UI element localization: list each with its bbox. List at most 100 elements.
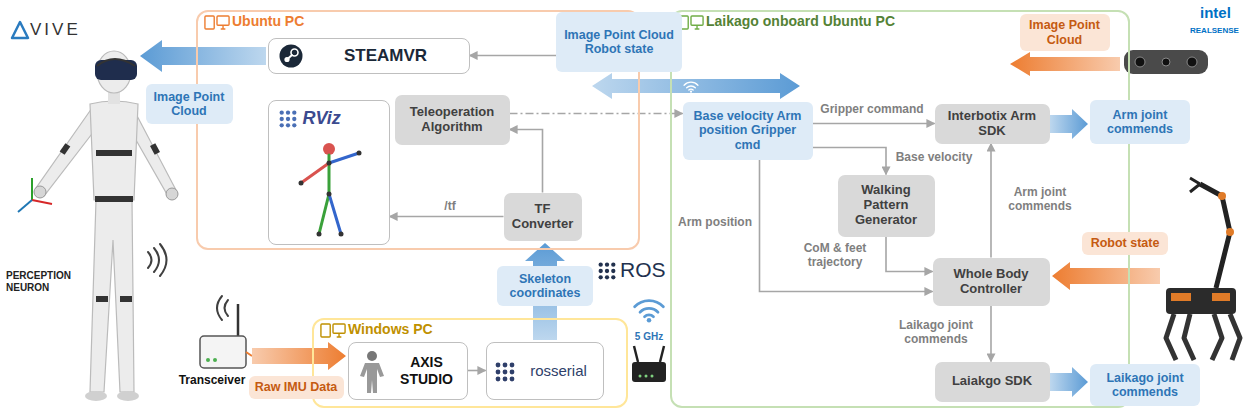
connector-arrow xyxy=(470,55,557,57)
process-box: Whole Body Controller xyxy=(933,258,1050,306)
connector-arrow xyxy=(990,306,992,362)
node-text: RViz xyxy=(303,108,341,129)
robot xyxy=(1171,293,1191,301)
connector-arrow xyxy=(990,144,992,258)
edge-label: Arm position xyxy=(676,216,754,230)
person-figure xyxy=(60,143,71,155)
edge-label: Gripper command xyxy=(818,103,925,117)
node-text: Arm joint commends xyxy=(1096,108,1184,137)
person-figure xyxy=(96,296,108,302)
dash-dot-connector xyxy=(510,113,683,115)
router xyxy=(645,375,648,378)
data-label-box: Skeleton coordinates xyxy=(497,266,593,306)
realsense-camera xyxy=(1135,57,1145,67)
connector-arrow xyxy=(468,370,486,372)
process-box: Interbotix Arm SDK xyxy=(935,104,1050,144)
device-label: Transceiver xyxy=(179,374,246,388)
data-label-box: Image Point Cloud xyxy=(146,84,233,124)
fat-arrow xyxy=(592,73,800,99)
fat-arrow xyxy=(1050,109,1088,139)
transceiver-device xyxy=(213,358,217,362)
person-figure xyxy=(97,59,135,66)
node-text: Walking Pattern Generator xyxy=(844,183,929,228)
hand-axes xyxy=(18,200,32,212)
person-figure xyxy=(34,186,46,198)
robot xyxy=(1166,314,1240,360)
data-label-box: Robot state xyxy=(1082,232,1168,255)
router xyxy=(660,346,664,362)
transceiver-device xyxy=(200,336,246,368)
data-label-box: Arm joint commends xyxy=(1090,100,1190,144)
fat-arrow xyxy=(252,342,346,370)
node-text: Interbotix Arm SDK xyxy=(941,109,1044,139)
robot xyxy=(1166,178,1240,360)
node-text: Laiakgo SDK xyxy=(952,374,1032,389)
person-figure xyxy=(95,60,137,80)
node-text: Image Point Cloud Robot state xyxy=(562,28,676,57)
realsense-camera xyxy=(1124,50,1208,74)
brand-logo: intel xyxy=(1200,4,1231,21)
robot xyxy=(1212,314,1222,360)
person-figure xyxy=(90,200,134,392)
person-figure xyxy=(85,391,107,401)
edge-label: CoM & feet trajectory xyxy=(788,242,882,270)
robot xyxy=(1230,314,1240,360)
robot xyxy=(1190,178,1200,192)
transceiver-device xyxy=(200,304,252,368)
data-label-box: Raw IMU Data xyxy=(249,376,344,399)
person-figure xyxy=(150,143,160,155)
person-figure xyxy=(95,196,133,202)
steam-logo xyxy=(279,44,303,68)
pc-icon xyxy=(205,16,229,29)
signal-waves xyxy=(217,296,222,320)
connector-arrow xyxy=(510,130,543,193)
process-box: Laiakgo SDK xyxy=(935,362,1050,402)
signal-waves xyxy=(148,244,228,320)
vive-logo xyxy=(12,22,28,38)
rviz-box: RViz xyxy=(268,100,390,245)
steam-logo xyxy=(279,44,302,67)
data-label-box: Image Point Cloud xyxy=(1020,14,1110,51)
router xyxy=(632,362,666,382)
ros-logo-text: ROS xyxy=(620,258,666,282)
wifi-icon xyxy=(635,301,664,323)
node-text: Skeleton coordinates xyxy=(503,272,587,301)
node-text: AXIS STUDIO xyxy=(393,354,461,386)
process-box: Walking Pattern Generator xyxy=(838,175,935,237)
node-text: Image Point Cloud xyxy=(152,90,227,119)
robot xyxy=(1212,293,1230,301)
realsense-camera xyxy=(1187,57,1197,67)
edge-label: /tf xyxy=(442,200,457,214)
fat-arrow xyxy=(684,82,698,93)
frequency-label: 5 GHz xyxy=(635,331,663,343)
robot xyxy=(1184,314,1194,360)
hand-axes xyxy=(18,178,52,212)
robot xyxy=(1200,184,1230,288)
router xyxy=(632,346,666,382)
skeleton-figure xyxy=(298,143,361,237)
router xyxy=(634,346,638,362)
edge-label: Arm joint commends xyxy=(996,186,1084,214)
person-figure xyxy=(117,391,139,401)
router xyxy=(651,375,654,378)
ros-logo xyxy=(495,362,514,381)
robot xyxy=(1226,228,1234,236)
node-text: STEAMVR xyxy=(344,46,427,66)
edge-label: Laikago joint commends xyxy=(886,319,986,347)
pc-icon xyxy=(679,16,703,29)
connector-arrow xyxy=(813,123,935,125)
node-text: Robot state xyxy=(1091,236,1160,250)
person-figure xyxy=(90,101,138,200)
brand-logo: PERCEPTION NEURON xyxy=(6,270,78,293)
robot xyxy=(1218,192,1226,200)
node-text: rosserial xyxy=(530,362,587,379)
region-title: Windows PC xyxy=(348,321,433,337)
ros-logo xyxy=(495,362,515,382)
robot xyxy=(1166,314,1176,360)
data-label-box: Image Point Cloud Robot state xyxy=(556,12,682,72)
axis-figure xyxy=(360,351,384,393)
connector-arrow xyxy=(886,237,933,272)
person-figure xyxy=(36,108,98,196)
region-title: Ubuntu PC xyxy=(232,13,304,29)
person-figure xyxy=(166,188,178,200)
